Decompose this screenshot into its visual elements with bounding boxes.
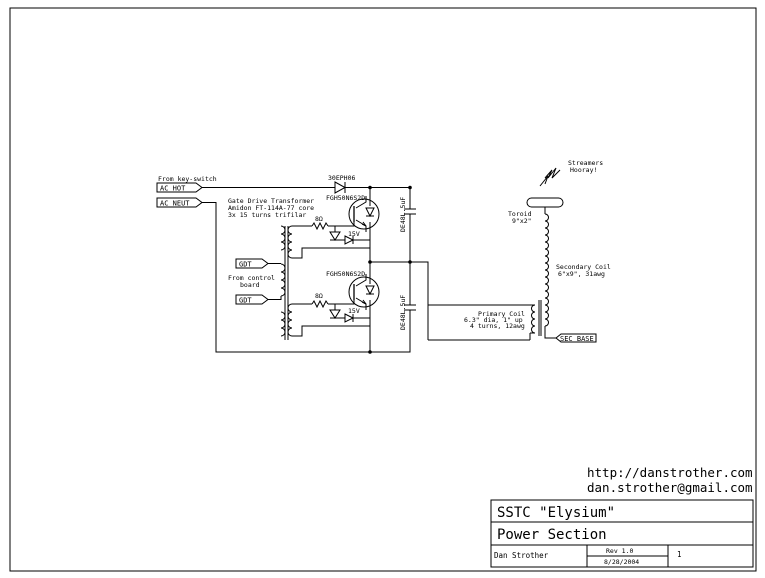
ac-neut-flag: AC NEUT (156, 197, 203, 208)
toroid-line-2: 9"x2" (512, 217, 532, 225)
gdt-left-winding-top (280, 225, 286, 251)
secondary-line-1: Secondary Coil (556, 263, 611, 271)
streamers-line-1: Streamers (568, 159, 603, 167)
title-sheet-number: 1 (677, 550, 682, 559)
ac-hot-label: AC HOT (160, 185, 186, 193)
igbt-top-label: FGH50N6S2D (326, 194, 365, 202)
sec-base-flag: SEC BASE (555, 333, 597, 343)
toroid (526, 197, 564, 208)
sheet-border (9, 7, 757, 572)
cap-bottom-label: DE48L.5uF (399, 295, 407, 330)
title-sheet-name: Power Section (497, 527, 607, 543)
title-author: Dan Strother (494, 551, 549, 560)
from-control-line-1: From control (228, 274, 275, 282)
coil-coupling-lines (538, 300, 542, 336)
junction-dot (408, 185, 412, 190)
gdt-flag-1: GDT (235, 258, 269, 269)
zener-top-label: 15V (348, 230, 360, 238)
gdt-flag-2-label: GDT (239, 297, 252, 305)
gdt-flag-1-label: GDT (239, 261, 252, 269)
ac-neut-label: AC NEUT (160, 200, 190, 208)
gdt-primary-winding (280, 263, 286, 297)
wire-to-primary-top (370, 261, 530, 306)
zener-bottom-2 (344, 313, 355, 323)
zener-bottom-1 (329, 309, 341, 319)
contact-email: dan.strother@gmail.com (587, 480, 753, 495)
junction-dot (408, 260, 412, 264)
secondary-line-2: 6"x9", 31awg (558, 270, 605, 278)
streamer-bolt (544, 167, 561, 179)
primary-line-2: 6.3" dia, 1" up (464, 316, 523, 324)
resistor-bottom-label: 8Ω (315, 292, 323, 300)
sec-base-label: SEC BASE (560, 335, 594, 343)
junction-dot (368, 350, 372, 354)
primary-line-3: 4 turns, 12awg (470, 322, 525, 330)
from-control-line-2: board (240, 281, 260, 289)
title-date: 8/28/2004 (604, 558, 639, 566)
from-key-switch-label: From key-switch (158, 175, 217, 183)
primary-line-1: Primary Coil (478, 310, 525, 318)
zener-top-1 (329, 231, 341, 241)
gdt-title-line-2: Amidon FT-114A-77 core (228, 204, 314, 212)
primary-coil (531, 304, 536, 334)
cap-top-label: DE48L.5uF (399, 197, 407, 232)
gdt-secondary-top (287, 225, 293, 259)
resistor-bottom (311, 299, 329, 309)
streamers-line-2: Hooray! (570, 166, 597, 174)
secondary-coil (544, 213, 549, 327)
diode-label: 30EPH06 (328, 174, 355, 182)
gdt-core (284, 226, 289, 340)
gdt-flag-2: GDT (235, 294, 269, 305)
title-block (490, 499, 754, 568)
resistor-top (311, 221, 329, 231)
gdt-left-winding-bottom (280, 311, 286, 337)
gdt-title-line-3: 3x 15 turns trifilar (228, 211, 306, 219)
gdt-secondary-bottom (287, 303, 293, 337)
title-rev: Rev 1.0 (606, 547, 633, 555)
resistor-top-label: 8Ω (315, 215, 323, 223)
gdt-title-line-1: Gate Drive Transformer (228, 197, 314, 205)
toroid-line-1: Toroid (508, 210, 532, 218)
zener-bottom-label: 15V (348, 307, 360, 315)
junction-dot (368, 185, 372, 190)
ac-hot-flag: AC HOT (156, 182, 203, 193)
title-project: SSTC "Elysium" (497, 505, 615, 521)
diode-30eph06 (334, 181, 410, 194)
contact-url: http://danstrother.com (587, 465, 753, 480)
igbt-bottom-label: FGH50N6S2D (326, 270, 365, 278)
